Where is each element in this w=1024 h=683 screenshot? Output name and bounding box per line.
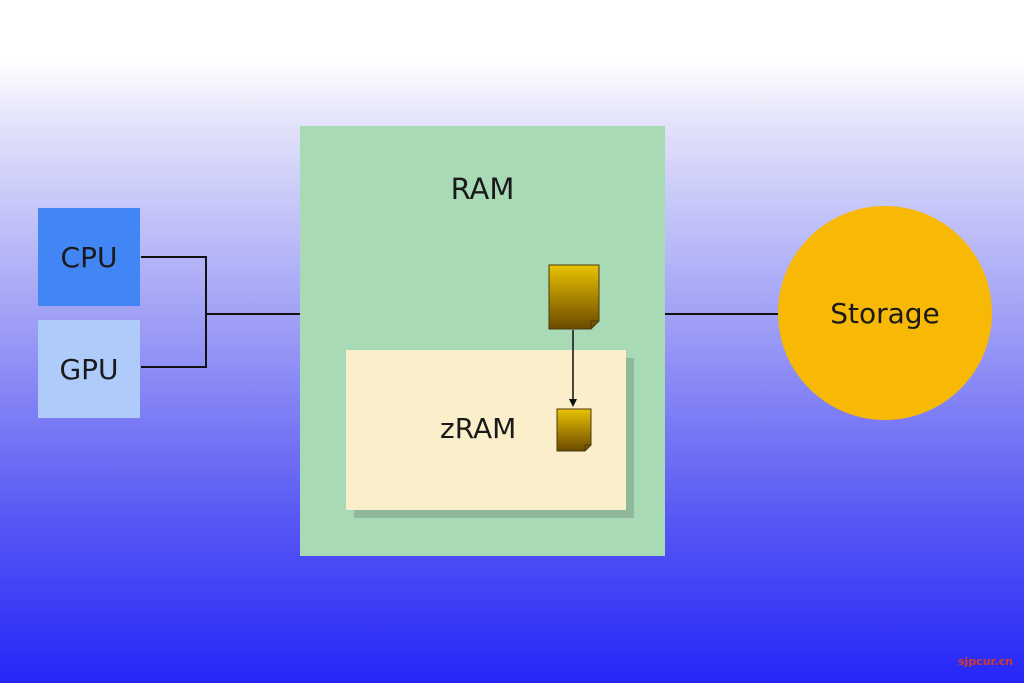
cpu-connector — [141, 256, 207, 368]
memory-page-icon — [548, 264, 600, 330]
cpu-label: CPU — [60, 240, 118, 274]
storage-circle: Storage — [778, 206, 992, 420]
gpu-box: GPU — [38, 320, 140, 418]
watermark: sjpcur.cn — [958, 655, 1013, 668]
compressed-page-icon — [556, 408, 592, 452]
zram-label: zRAM — [440, 412, 517, 445]
ram-label: RAM — [450, 172, 515, 206]
cpu-box: CPU — [38, 208, 140, 306]
gpu-label: GPU — [59, 352, 119, 386]
storage-label: Storage — [830, 296, 940, 330]
